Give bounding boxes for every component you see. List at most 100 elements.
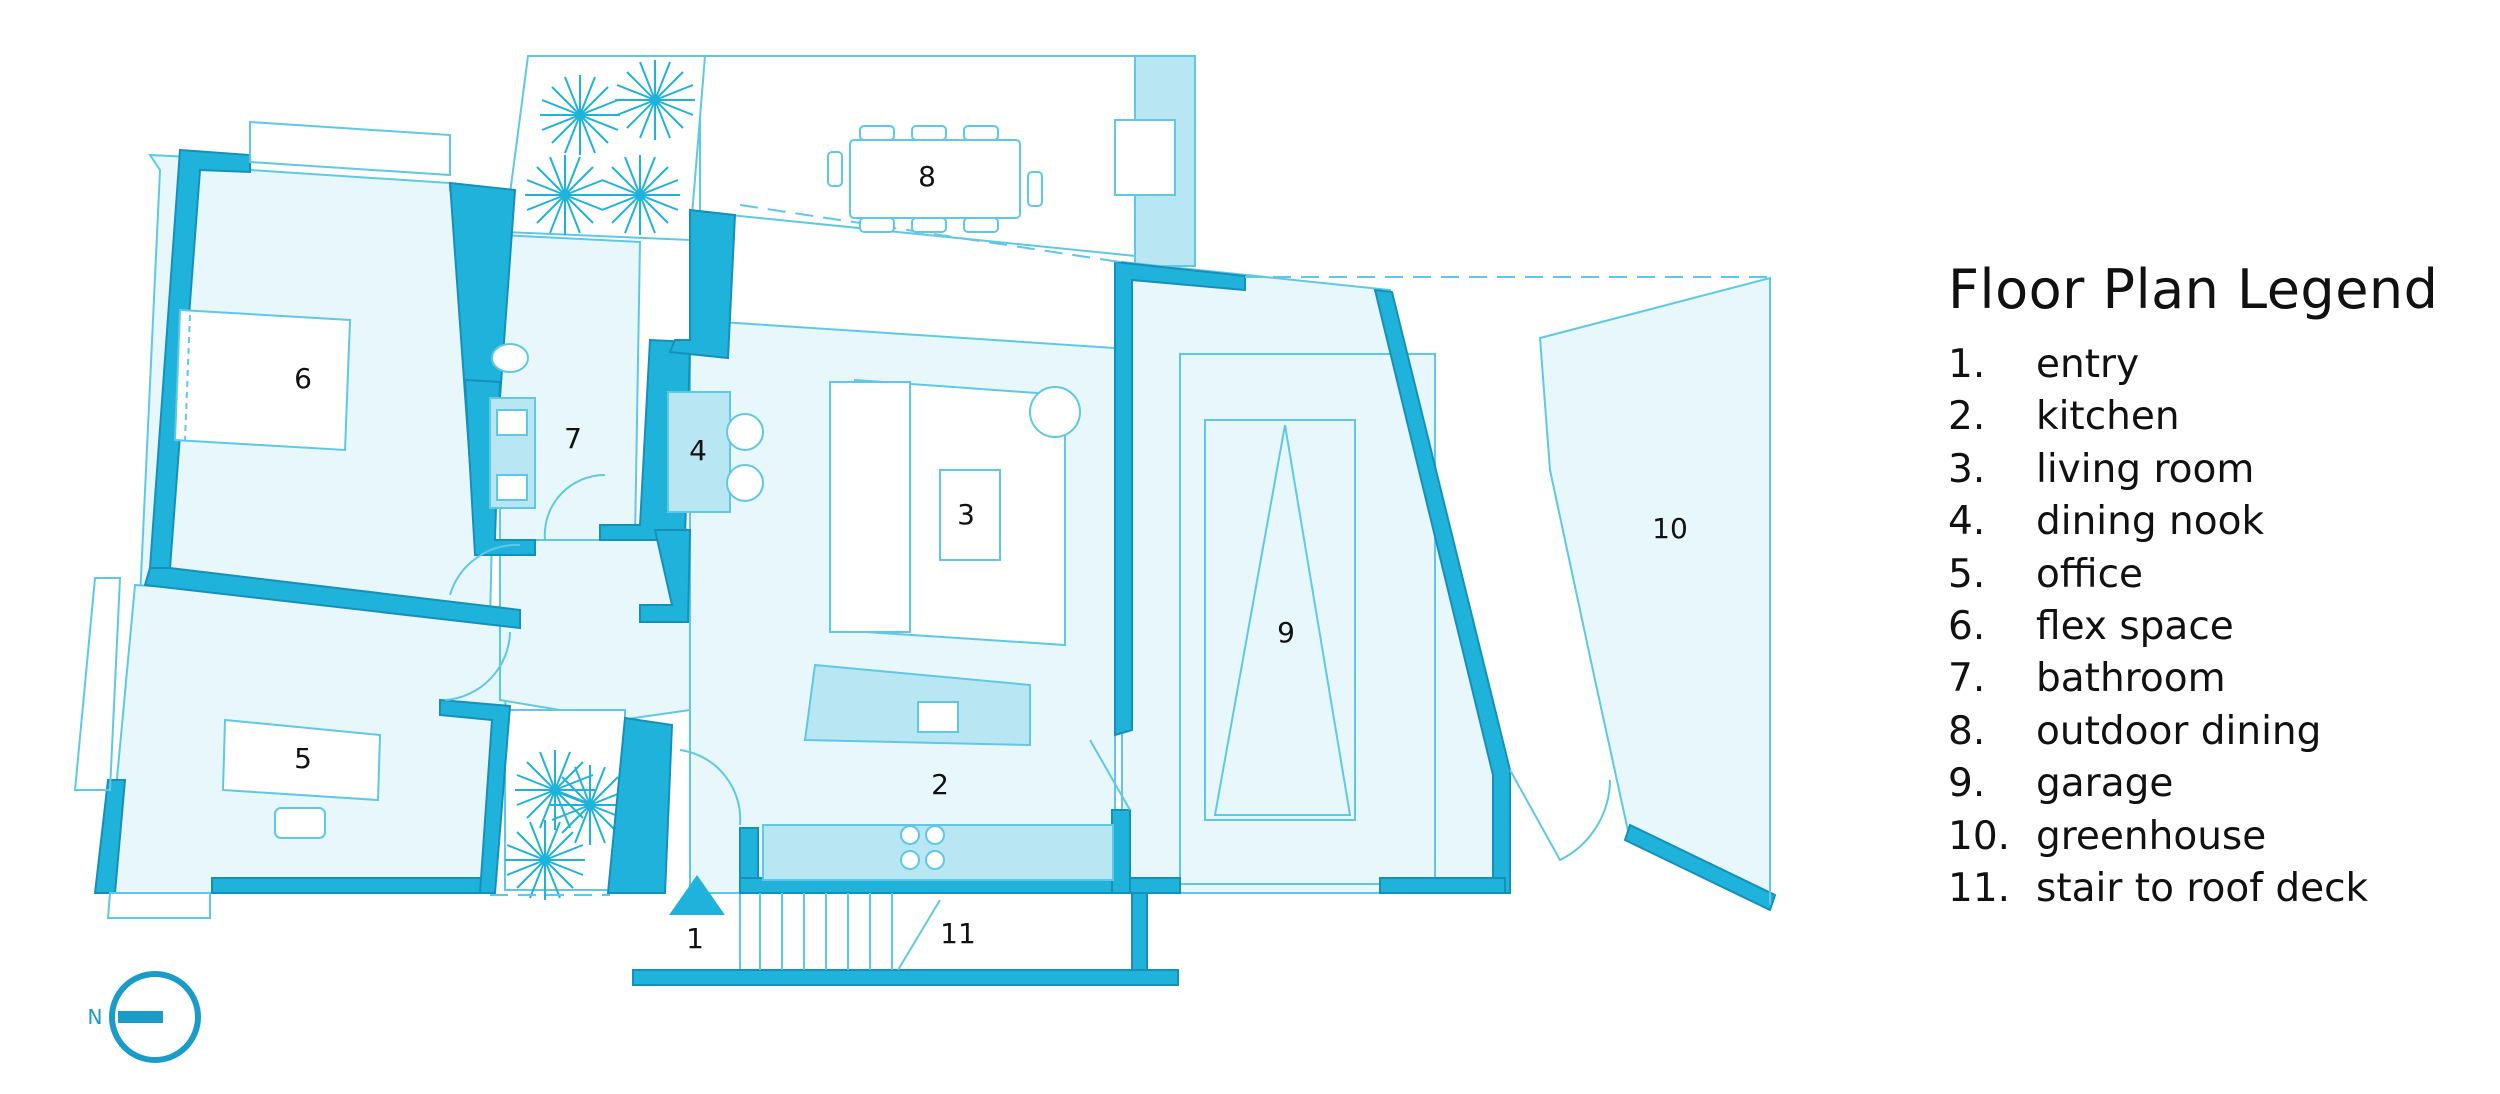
wall bbox=[632, 969, 1179, 986]
nook-chair bbox=[726, 464, 764, 502]
wall bbox=[1379, 877, 1506, 894]
room-label-office: 5 bbox=[294, 742, 312, 775]
legend-item-label: greenhouse bbox=[2036, 813, 2267, 859]
outdoor-chairs bbox=[827, 125, 1043, 233]
stove-burner bbox=[900, 850, 920, 870]
desk bbox=[221, 718, 382, 802]
wall bbox=[1131, 892, 1148, 979]
doors bbox=[444, 473, 1611, 862]
room-label-greenhouse: 10 bbox=[1652, 512, 1688, 545]
plant-icon bbox=[540, 75, 620, 155]
dashed-canopy bbox=[739, 204, 1121, 263]
legend-item-number: 10. bbox=[1948, 813, 2011, 859]
compass-circle bbox=[109, 971, 201, 1063]
toilet bbox=[491, 343, 529, 373]
room-label-outdoor-dining: 8 bbox=[918, 160, 936, 193]
legend-item: 10. greenhouse bbox=[1948, 811, 2488, 863]
entry-triangle-icon bbox=[669, 875, 725, 915]
garage-car-outline bbox=[1204, 419, 1356, 821]
legend-item: 4. dining nook bbox=[1948, 496, 2488, 548]
garage-car-shape bbox=[1213, 424, 1352, 816]
legend-item-label: kitchen bbox=[2036, 394, 2180, 440]
sofa-seat bbox=[829, 381, 911, 633]
plant-icon bbox=[525, 155, 605, 235]
north-arrow-icon bbox=[118, 1011, 163, 1023]
legend-item-number: 9. bbox=[1948, 761, 1986, 807]
nook-chair bbox=[726, 413, 764, 451]
window bbox=[106, 892, 211, 919]
wall bbox=[606, 716, 674, 894]
room-label-living-room: 3 bbox=[957, 498, 975, 531]
legend-item: 11. stair to roof deck bbox=[1948, 863, 2488, 915]
door-swing bbox=[444, 631, 511, 701]
garage-car-zone bbox=[1179, 353, 1436, 885]
legend-item-label: outdoor dining bbox=[2036, 708, 2322, 754]
legend-item: 5. office bbox=[1948, 549, 2488, 601]
wall bbox=[1373, 288, 1511, 894]
bed bbox=[173, 308, 352, 452]
legend-item: 8. outdoor dining bbox=[1948, 706, 2488, 758]
wall bbox=[668, 208, 737, 360]
wall bbox=[1111, 809, 1131, 894]
wall bbox=[639, 529, 692, 623]
armchair bbox=[1029, 386, 1081, 438]
window bbox=[249, 120, 451, 177]
room-hall bbox=[499, 539, 691, 722]
legend-item: 3. living room bbox=[1948, 444, 2488, 496]
sink bbox=[496, 409, 528, 436]
legend-item: 1. entry bbox=[1948, 339, 2488, 391]
plant-icon bbox=[600, 155, 680, 235]
wall bbox=[463, 378, 536, 556]
windows bbox=[73, 120, 1771, 919]
planter-north bbox=[503, 55, 707, 242]
stair-treads bbox=[759, 893, 941, 971]
coffee-table bbox=[939, 469, 1001, 561]
legend-item: 9.garage bbox=[1948, 758, 2488, 810]
legend-item-label: entry bbox=[2036, 342, 2140, 387]
wall bbox=[1623, 823, 1777, 912]
legend-item-number: 3. bbox=[1948, 446, 1986, 492]
legend-item-number: 8. bbox=[1948, 708, 1986, 754]
legend-item: 6.flex space bbox=[1948, 601, 2488, 653]
stove-burner bbox=[900, 825, 920, 845]
floor-plan: 1 2 3 4 5 6 7 8 9 10 11 N bbox=[73, 55, 1777, 1063]
room-label-entry: 1 bbox=[686, 922, 704, 955]
door-swing bbox=[449, 543, 521, 596]
island-sink bbox=[917, 701, 959, 733]
plant-icon bbox=[615, 60, 695, 140]
stove-burner bbox=[925, 850, 945, 870]
window bbox=[73, 577, 122, 791]
north-compass: N bbox=[88, 971, 201, 1063]
stove-burner bbox=[925, 825, 945, 845]
legend-title: Floor Plan Legend bbox=[1948, 258, 2439, 321]
legend-item-number: 7. bbox=[1948, 656, 1986, 702]
room-label-flex-space: 6 bbox=[294, 362, 312, 395]
legend-item: 7. bathroom bbox=[1948, 653, 2488, 705]
legend-item-label: dining nook bbox=[2036, 499, 2265, 545]
room-labels: 1 2 3 4 5 6 7 8 9 10 11 bbox=[294, 160, 1688, 955]
legend-item-label: bathroom bbox=[2036, 656, 2226, 702]
nook-table bbox=[667, 391, 731, 513]
legend-item-number: 5. bbox=[1948, 551, 1986, 597]
bed-line bbox=[184, 314, 191, 441]
furniture bbox=[173, 119, 1356, 881]
legend-item-number: 1. bbox=[1948, 342, 1986, 387]
legend-item-label: living room bbox=[2036, 446, 2255, 492]
legend-item-number: 11. bbox=[1948, 865, 2011, 911]
legend-item-label: stair to roof deck bbox=[2036, 865, 2369, 911]
room-label-bathroom: 7 bbox=[564, 422, 582, 455]
door-swing bbox=[1509, 769, 1611, 862]
legend-item-number: 4. bbox=[1948, 499, 1986, 545]
outdoor-grill bbox=[1114, 119, 1176, 196]
plant-icon bbox=[505, 820, 585, 900]
door-swing bbox=[1089, 739, 1131, 811]
room-greenhouse bbox=[1538, 276, 1771, 907]
legend-item-label: flex space bbox=[2036, 603, 2234, 649]
plant-symbols bbox=[505, 60, 695, 900]
plant-icon bbox=[550, 765, 630, 845]
legend-item: 2.kitchen bbox=[1948, 391, 2488, 443]
legend-item-label: office bbox=[2036, 551, 2144, 597]
office-chair bbox=[274, 807, 326, 839]
